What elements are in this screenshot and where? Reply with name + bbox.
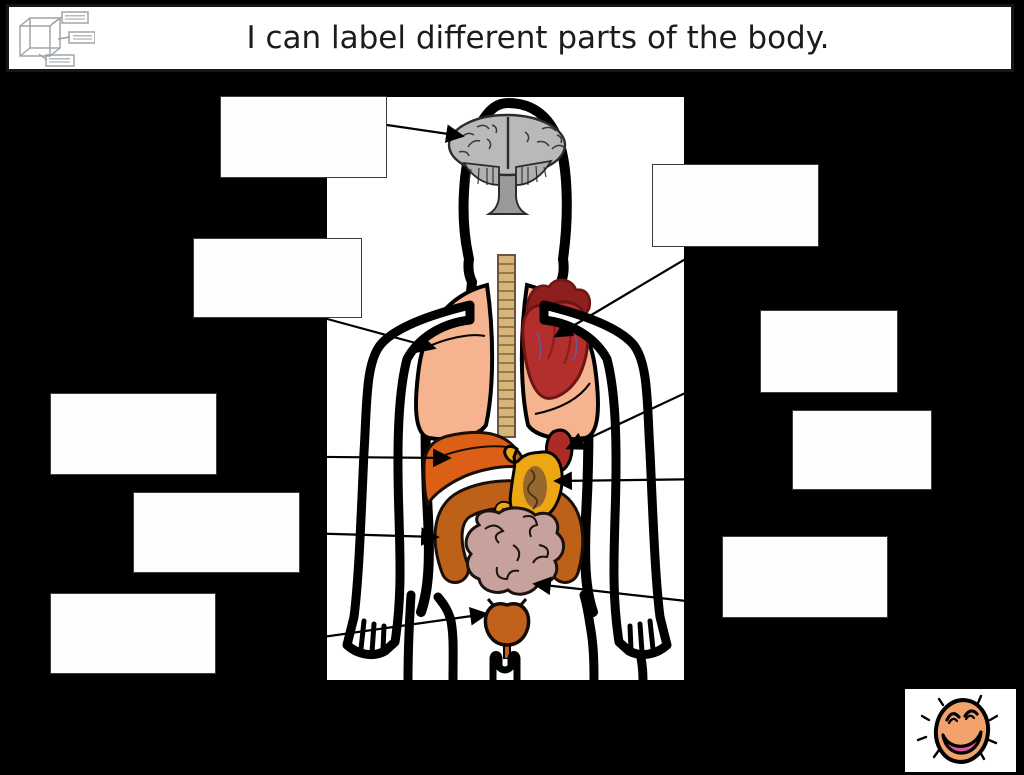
leader-line-stomach: [553, 471, 793, 491]
smiley-card: [905, 689, 1016, 772]
leader-line-large-intestine: [299, 527, 440, 546]
leader-line-spleen: [565, 357, 761, 450]
page-title: I can label different parts of the body.: [246, 20, 830, 56]
crotch-mark: [489, 651, 521, 680]
leader-line-brain: [386, 123, 465, 143]
leader-line-heart: [553, 247, 705, 338]
label-box-heart[interactable]: [652, 164, 819, 247]
labeled-cube-diagram-icon: [19, 11, 95, 67]
label-box-lung[interactable]: [193, 238, 362, 318]
label-box-brain[interactable]: [220, 96, 387, 178]
label-box-bladder[interactable]: [50, 593, 216, 674]
small-intestine-illustration: [464, 506, 565, 596]
leader-line-liver: [216, 448, 452, 468]
leader-line-lung: [319, 315, 437, 353]
arms: [342, 300, 672, 660]
label-box-liver[interactable]: [50, 393, 217, 475]
header-bar: I can label different parts of the body.: [6, 4, 1014, 72]
trachea-illustration: [497, 254, 516, 438]
label-box-small-intestine[interactable]: [722, 536, 888, 618]
label-box-stomach[interactable]: [792, 410, 932, 490]
brain-illustration: [447, 113, 567, 215]
leader-line-bladder: [215, 606, 489, 654]
leader-line-small-intestine: [532, 576, 723, 607]
label-box-spleen[interactable]: [760, 310, 898, 393]
happy-face-icon: [916, 694, 999, 764]
label-box-large-intestine[interactable]: [133, 492, 300, 573]
